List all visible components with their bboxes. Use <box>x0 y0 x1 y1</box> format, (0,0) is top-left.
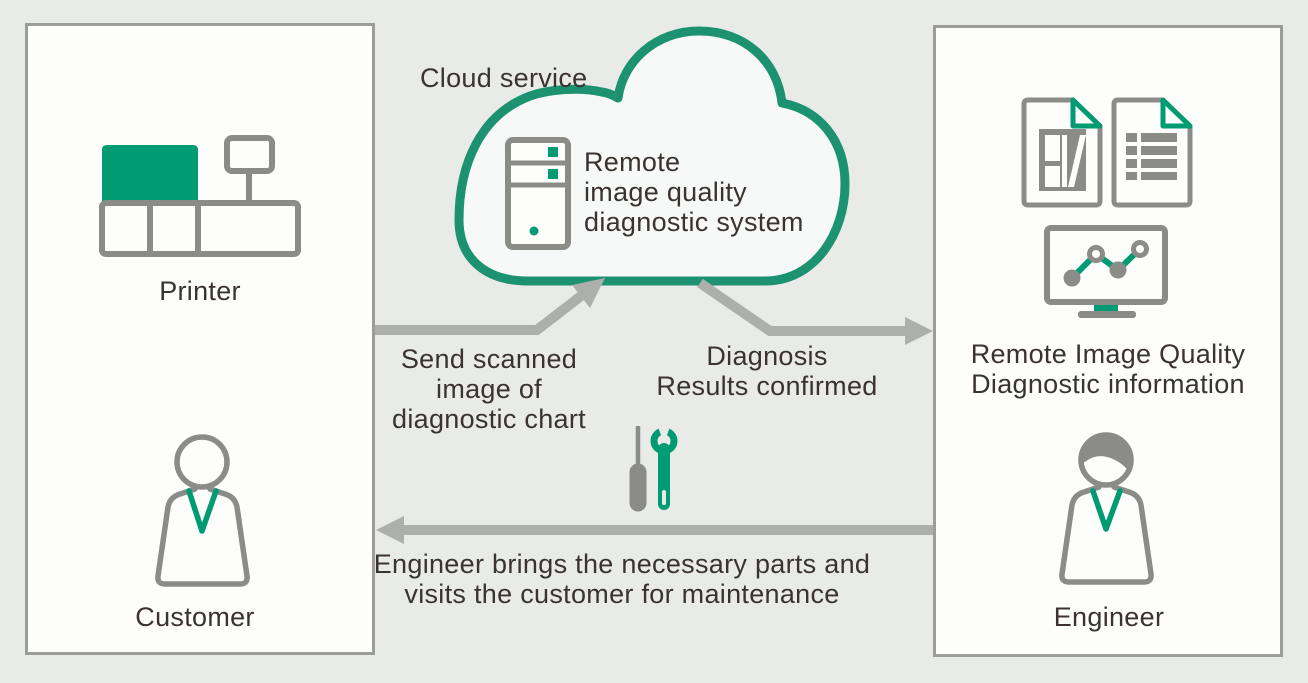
diagnosis-flow-line: Diagnosis <box>706 341 828 371</box>
arrow-send-icon <box>375 278 605 335</box>
list-rows <box>1126 133 1177 180</box>
monitor-line-chart-icon <box>1044 225 1168 318</box>
engineer-label: Engineer <box>1053 602 1165 632</box>
wrench-icon <box>650 421 678 510</box>
diagnostic-info-caption: Remote Image Quality Diagnostic informat… <box>958 339 1258 399</box>
cloud-icon <box>454 26 850 286</box>
arrow-maintenance-icon <box>376 516 933 544</box>
printer-label: Printer <box>159 276 241 306</box>
arrow-diagnosis-icon <box>697 278 933 345</box>
cloud-system-line: Remote <box>584 147 681 177</box>
maintenance-flow-caption: Engineer brings the necessary parts and … <box>322 549 922 609</box>
cloud-system-line: image quality <box>584 177 747 207</box>
document-list-icon <box>1111 97 1193 208</box>
customer-label: Customer <box>135 602 255 632</box>
customer-person-icon <box>158 434 247 584</box>
diagnosis-flow-caption: Diagnosis Results confirmed <box>627 341 907 401</box>
send-flow-line: diagnostic chart <box>392 404 586 434</box>
diagnosis-flow-line: Results confirmed <box>656 371 878 401</box>
server-icon <box>505 137 571 250</box>
cloud-service-title: Cloud service <box>420 63 588 93</box>
engineer-person-icon <box>1062 432 1151 582</box>
maintenance-flow-line: Engineer brings the necessary parts and <box>373 549 871 579</box>
cloud-system-line: diagnostic system <box>584 207 804 237</box>
document-chart-icon <box>1021 97 1103 208</box>
maintenance-flow-line: visits the customer for maintenance <box>404 579 840 609</box>
diagnostic-info-line: Diagnostic information <box>971 369 1245 399</box>
screwdriver-wrench-icon <box>629 421 678 512</box>
send-flow-line: Send scanned <box>400 344 578 374</box>
printer-icon <box>99 135 301 257</box>
diagnostic-info-line: Remote Image Quality <box>970 339 1246 369</box>
cloud-system-text: Remote image quality diagnostic system <box>584 147 804 237</box>
send-flow-caption: Send scanned image of diagnostic chart <box>349 344 629 434</box>
send-flow-line: image of <box>436 374 542 404</box>
